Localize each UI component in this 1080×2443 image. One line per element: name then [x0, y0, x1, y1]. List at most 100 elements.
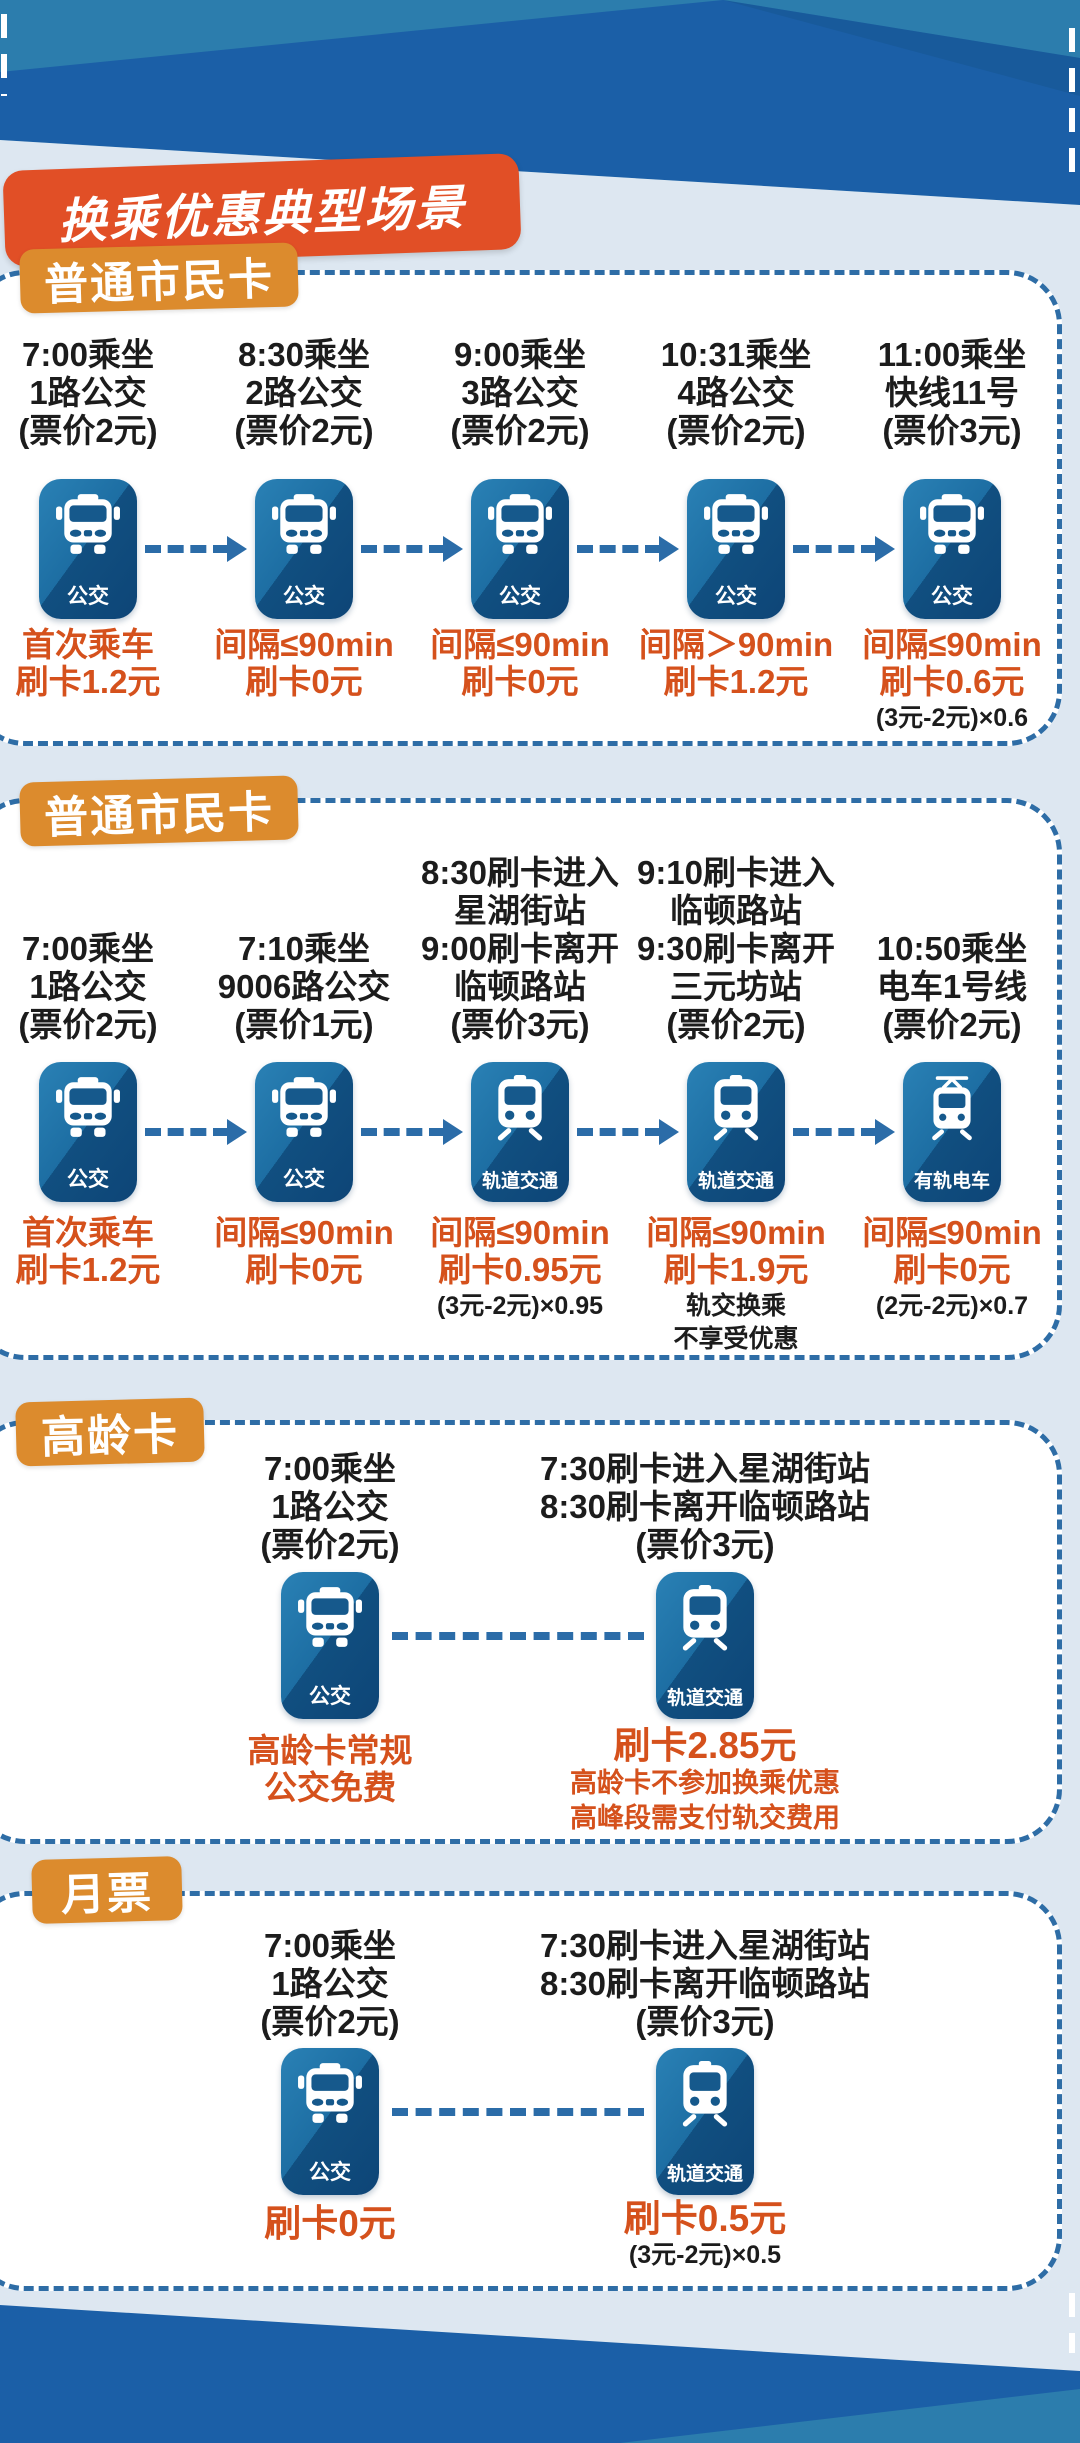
calc-note: 轨交换乘: [685, 1292, 786, 1320]
trip-line: (票价3元): [882, 412, 1022, 449]
trip-line: 4路公交: [677, 374, 795, 411]
result-line: 刷卡1.9元: [663, 1251, 809, 1288]
trip-line: 11:00乘坐: [877, 336, 1027, 373]
result-line: 首次乘车: [22, 626, 154, 663]
trip-header: 8:30刷卡进入 星湖街站 9:00刷卡离开 临顿路站 (票价3元): [412, 854, 628, 1044]
transfer-arrow: [793, 536, 895, 562]
result-line: 间隔≤90min: [862, 626, 1042, 663]
metro-icon: 轨道交通: [656, 1572, 754, 1719]
trip-header: 8:30乘坐 2路公交 (票价2元): [196, 336, 412, 450]
result-line: 高龄卡常规: [247, 1732, 413, 1769]
trip-line: 8:30刷卡离开临顿路站: [539, 1488, 871, 1525]
trip-line: 7:00乘坐: [21, 930, 155, 967]
icon-label: 轨道交通: [666, 1688, 743, 1709]
trip-line: 1路公交: [271, 1488, 389, 1525]
icon-label: 公交: [499, 585, 541, 608]
bus-icon: 公交: [281, 1572, 379, 1719]
trip-line: 星湖街站: [454, 892, 586, 929]
section2-icons: 公交 公交 轨道交通 轨道交通 有轨电车: [0, 1062, 1060, 1202]
result-line: 公交免费: [264, 1769, 396, 1806]
trip-line: (票价2元): [666, 412, 806, 449]
icon-label: 公交: [283, 585, 325, 608]
icon-label: 公交: [283, 1168, 325, 1191]
trip-line: (票价3元): [635, 2003, 775, 2040]
trip-line: 9:30刷卡离开: [636, 930, 836, 967]
result-line: 间隔≤90min: [214, 1214, 394, 1251]
trip-line: 电车1号线: [876, 968, 1028, 1005]
result-line: 刷卡0元: [893, 1251, 1011, 1288]
trip-line: (票价2元): [234, 412, 374, 449]
icon-label: 轨道交通: [666, 2164, 743, 2185]
trip-line: 3路公交: [461, 374, 579, 411]
result-line: 间隔＞90min: [638, 626, 834, 663]
fare-result: 刷卡2.85元 高龄卡不参加换乘优惠 高峰段需支付轨交费用: [480, 1727, 930, 1834]
result-line: 首次乘车: [22, 1214, 154, 1251]
trip-line: 1路公交: [29, 968, 147, 1005]
fare-result: 首次乘车 刷卡1.2元: [0, 1214, 196, 1354]
icon-label: 公交: [715, 585, 757, 608]
result-line: 刷卡0元: [264, 2203, 396, 2244]
section2-trip-headers: 7:00乘坐 1路公交 (票价2元) 7:10乘坐 9006路公交 (票价1元)…: [0, 842, 1060, 1044]
fare-result: 间隔≤90min 刷卡0元 (2元-2元)×0.7: [844, 1214, 1060, 1354]
transfer-arrow: [577, 1119, 679, 1145]
trip-line: 10:50乘坐: [876, 930, 1028, 967]
fare-result: 间隔≤90min 刷卡0.95元 (3元-2元)×0.95: [412, 1214, 628, 1354]
trip-header: 7:00乘坐 1路公交 (票价2元): [105, 1927, 555, 2041]
section2-results: 首次乘车 刷卡1.2元 间隔≤90min 刷卡0元 间隔≤90min 刷卡0.9…: [0, 1214, 1060, 1354]
icon-label: 轨道交通: [697, 1171, 774, 1192]
calc-note: (3元-2元)×0.95: [436, 1292, 604, 1320]
trip-line: 临顿路站: [454, 968, 586, 1005]
transfer-arrow: [361, 1119, 463, 1145]
trip-line: 2路公交: [245, 374, 363, 411]
transfer-arrow: [392, 1632, 644, 1640]
icon-label: 轨道交通: [481, 1171, 558, 1192]
section-label-monthly-pass: 月票: [31, 1856, 183, 1924]
icon-label: 公交: [309, 2161, 351, 2184]
metro-icon: 轨道交通: [656, 2048, 754, 2195]
bus-icon: 公交: [687, 479, 785, 619]
fare-result: 首次乘车 刷卡1.2元: [0, 626, 196, 733]
section-label-citizen-card-2: 普通市民卡: [19, 775, 299, 847]
fare-result: 刷卡0.5元 (3元-2元)×0.5: [480, 2200, 930, 2270]
bus-icon: 公交: [471, 479, 569, 619]
transfer-arrow: [392, 2108, 644, 2116]
trip-header: 9:00乘坐 3路公交 (票价2元): [412, 336, 628, 450]
trip-line: 7:00乘坐: [21, 336, 155, 373]
section1-results: 首次乘车 刷卡1.2元 间隔≤90min 刷卡0元 间隔≤90min 刷卡0元 …: [0, 626, 1060, 733]
bus-icon: 公交: [903, 479, 1001, 619]
trip-line: 快线11号: [885, 374, 1019, 411]
fare-result: 刷卡0元: [105, 2205, 555, 2242]
trip-line: (票价2元): [450, 412, 590, 449]
result-line: 刷卡0元: [245, 663, 363, 700]
trip-header: 11:00乘坐 快线11号 (票价3元): [844, 336, 1060, 450]
result-line: 刷卡0.95元: [438, 1251, 602, 1288]
icon-label: 有轨电车: [913, 1171, 990, 1192]
trip-line: 三元坊站: [670, 968, 802, 1005]
trip-header: 7:10乘坐 9006路公交 (票价1元): [196, 930, 412, 1044]
trip-line: 7:10乘坐: [237, 930, 371, 967]
trip-line: (票价2元): [260, 1526, 400, 1563]
trip-line: (票价2元): [18, 412, 158, 449]
section-label-citizen-card-1: 普通市民卡: [19, 242, 299, 314]
fare-result: 间隔≤90min 刷卡0元: [196, 626, 412, 733]
trip-line: 临顿路站: [670, 892, 802, 929]
trip-line: (票价3元): [635, 1526, 775, 1563]
result-line: 间隔≤90min: [214, 626, 394, 663]
policy-note: 高龄卡不参加换乘优惠: [570, 1768, 840, 1798]
trip-header: 10:31乘坐 4路公交 (票价2元): [628, 336, 844, 450]
transfer-arrow: [145, 536, 247, 562]
result-line: 刷卡0元: [461, 663, 579, 700]
calc-note: (3元-2元)×0.5: [628, 2241, 782, 2269]
trip-line: 1路公交: [29, 374, 147, 411]
result-line: 间隔≤90min: [646, 1214, 826, 1251]
trip-header: 10:50乘坐 电车1号线 (票价2元): [844, 930, 1060, 1044]
bus-icon: 公交: [255, 1062, 353, 1202]
trip-line: 9006路公交: [217, 968, 391, 1005]
fare-result: 间隔＞90min 刷卡1.2元: [628, 626, 844, 733]
result-line: 刷卡0.6元: [879, 663, 1025, 700]
result-line: 间隔≤90min: [430, 626, 610, 663]
trip-line: 8:30乘坐: [237, 336, 371, 373]
trip-line: 1路公交: [271, 1965, 389, 2002]
trip-header: 7:30刷卡进入星湖街站 8:30刷卡离开临顿路站 (票价3元): [480, 1927, 930, 2041]
